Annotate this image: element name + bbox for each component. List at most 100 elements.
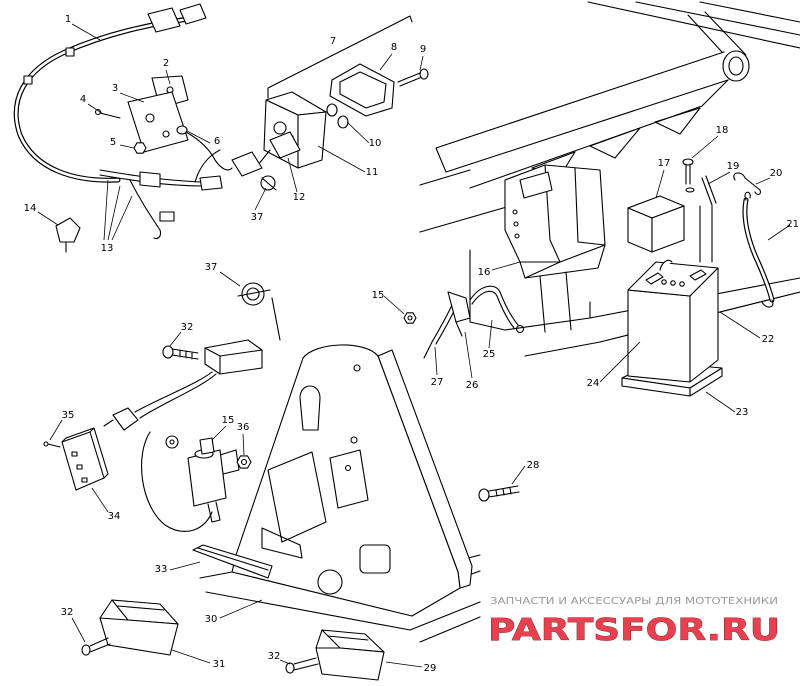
clip-ring (241, 282, 265, 306)
bulb-socket-12 (269, 131, 301, 159)
cable-sheath-inner (14, 16, 200, 182)
bolt-32-shank (293, 657, 319, 671)
battery-cover (627, 195, 685, 253)
plate-window (267, 451, 327, 543)
pad-29 (315, 629, 385, 681)
plate-keyhole-slot (299, 385, 321, 431)
callout-3: 3 (112, 83, 118, 94)
bolts (81, 485, 520, 674)
plate-3 (127, 91, 189, 153)
harness-plug (199, 175, 223, 191)
harness-terminal (159, 211, 175, 222)
plate-hole (353, 364, 361, 372)
regulator (103, 339, 263, 532)
screw-shank (47, 443, 61, 448)
cable-terminal-boot (447, 291, 471, 323)
plate-3-hole (145, 113, 155, 123)
callout-7: 7 (330, 36, 336, 47)
callout-25: 25 (483, 349, 496, 360)
clip-37 (260, 175, 276, 191)
mount-plate-group (94, 75, 233, 171)
coil-body (187, 449, 227, 507)
wire-harness-13 (99, 149, 223, 240)
plate-slot (359, 544, 391, 574)
coil-wire-loop (141, 431, 213, 532)
screw-4-shank (99, 112, 121, 119)
callout-5: 5 (110, 137, 116, 148)
harness-connector (231, 151, 263, 177)
battery-side (689, 267, 719, 383)
cable-connector (147, 7, 181, 33)
callout-26: 26 (466, 380, 479, 391)
pad-29-edge (315, 629, 369, 649)
regulator-wires (134, 371, 217, 419)
bracket-hole (514, 233, 520, 239)
harness-plug (139, 171, 161, 188)
nut-36-bore (240, 458, 248, 466)
callout-30: 30 (205, 614, 218, 625)
connector-14 (55, 217, 81, 253)
callout-31: 31 (213, 659, 226, 670)
plate-3-hole (162, 130, 170, 138)
lead-wire-6 (185, 131, 233, 171)
mounting-plate (231, 344, 473, 617)
battery-vent-tube (659, 259, 673, 271)
callout-37-a: 37 (251, 212, 264, 223)
callout-6: 6 (214, 136, 220, 147)
frame-truss-window (589, 127, 641, 159)
callout-18: 18 (716, 125, 729, 136)
callout-35: 35 (62, 410, 75, 421)
callout-29: 29 (424, 663, 437, 674)
battery-cell-cap (661, 279, 667, 285)
housing-bulb-hole (273, 121, 287, 135)
battery (627, 259, 719, 383)
cdi-side (61, 427, 109, 479)
battery-terminal-positive (689, 269, 707, 281)
callout-14: 14 (24, 203, 37, 214)
taillight-housing-side (297, 111, 327, 169)
battery-front (627, 289, 691, 383)
screw-9 (397, 72, 423, 87)
frame-left-tube (419, 169, 511, 233)
main-cable (13, 3, 207, 183)
frame-truss-window (654, 107, 701, 135)
cable-clip (23, 75, 33, 85)
leader-lines (37, 23, 791, 668)
bolt-head (162, 345, 174, 359)
taillight-lens-inner (339, 71, 387, 109)
bolt-head (682, 158, 694, 166)
regulator-edge (204, 347, 263, 375)
clip-37-lower (237, 282, 281, 341)
battery-cables (403, 285, 525, 359)
taillight (231, 15, 429, 191)
bolt-32-head (285, 662, 295, 674)
callout-4: 4 (80, 94, 86, 105)
bolt-28-shank (488, 485, 520, 498)
callout-11: 11 (366, 167, 379, 178)
frame-tube-end (722, 50, 750, 82)
nut-5 (133, 142, 147, 154)
wire-connector (112, 407, 139, 431)
watermark: ЗАПЧАСТИ И АКСЕССУАРЫ ДЛЯ МОТОТЕХНИКИ PA… (488, 596, 781, 648)
pad-29-front (315, 647, 385, 681)
bracket-clamp (519, 171, 553, 199)
callout-12: 12 (293, 192, 306, 203)
pad-31 (99, 599, 179, 656)
battery-hold-down (682, 158, 761, 263)
cdi-module (43, 427, 109, 491)
connector-14-body (55, 217, 81, 243)
cdi-pin (81, 477, 88, 483)
frame-post (539, 271, 572, 333)
cable-ring-terminal (515, 324, 525, 334)
cable-clip (65, 47, 75, 57)
plate-relay-tab (329, 449, 369, 509)
watermark-logo: PARTSFOR.RU (488, 613, 780, 648)
bolt-32-head (81, 644, 91, 656)
callout-28: 28 (527, 460, 540, 471)
callout-10: 10 (369, 138, 382, 149)
battery-cover-side (651, 205, 685, 253)
callout-17: 17 (658, 158, 671, 169)
bracket-bar-edge (197, 547, 269, 571)
harness-branch (129, 149, 221, 231)
